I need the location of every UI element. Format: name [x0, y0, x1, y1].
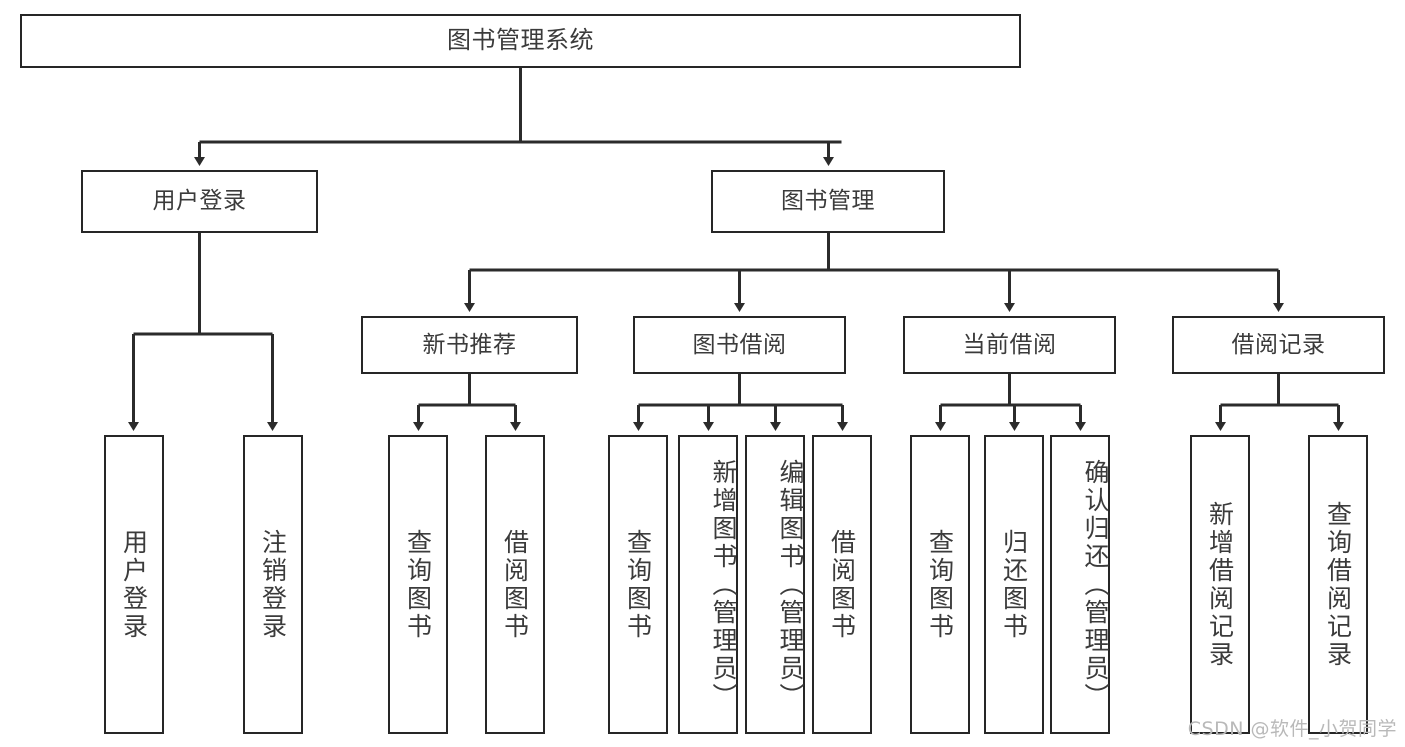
node-leaf-confirm-return-admin[interactable]: 确认归还（管理员） [1050, 435, 1110, 734]
node-label: 归还图书 [999, 528, 1029, 641]
node-label: 图书管理系统 [447, 26, 594, 55]
node-label: 用户登录 [119, 528, 149, 641]
node-leaf-query-book-borrow[interactable]: 查询图书 [608, 435, 668, 734]
node-label: 借阅图书 [500, 528, 530, 641]
node-leaf-borrow-book[interactable]: 借阅图书 [812, 435, 872, 734]
node-leaf-query-book-current[interactable]: 查询图书 [910, 435, 970, 734]
node-user-login[interactable]: 用户登录 [81, 170, 318, 233]
node-label: 注销登录 [258, 528, 288, 641]
node-leaf-add-book-admin[interactable]: 新增图书（管理员） [678, 435, 738, 734]
node-label: 查询借阅记录 [1323, 500, 1353, 669]
node-leaf-user-login[interactable]: 用户登录 [104, 435, 164, 734]
node-leaf-add-borrow-record[interactable]: 新增借阅记录 [1190, 435, 1250, 734]
node-book-borrow[interactable]: 图书借阅 [633, 316, 846, 374]
watermark-text: CSDN @软件_小贺同学 [1187, 718, 1397, 740]
node-new-book-recommendation[interactable]: 新书推荐 [361, 316, 578, 374]
node-borrow-record[interactable]: 借阅记录 [1172, 316, 1385, 374]
node-root-book-management-system[interactable]: 图书管理系统 [20, 14, 1021, 68]
node-leaf-edit-book-admin[interactable]: 编辑图书（管理员） [745, 435, 805, 734]
node-label: 图书借阅 [692, 331, 787, 358]
node-leaf-borrow-book-new-books[interactable]: 借阅图书 [485, 435, 545, 734]
node-label: 借阅图书 [827, 528, 857, 641]
node-label: 确认归还（管理员） [1081, 458, 1110, 711]
node-label: 新书推荐 [422, 331, 517, 358]
node-label: 新增借阅记录 [1205, 500, 1235, 669]
node-label: 当前借阅 [962, 331, 1057, 358]
node-label: 编辑图书（管理员） [776, 458, 805, 711]
node-label: 借阅记录 [1231, 331, 1326, 358]
node-label: 新增图书（管理员） [709, 458, 738, 711]
node-label: 查询图书 [403, 528, 433, 641]
node-current-borrow[interactable]: 当前借阅 [903, 316, 1116, 374]
node-label: 用户登录 [152, 188, 247, 215]
node-leaf-logout[interactable]: 注销登录 [243, 435, 303, 734]
node-leaf-query-book-new-books[interactable]: 查询图书 [388, 435, 448, 734]
node-label: 查询图书 [623, 528, 653, 641]
node-label: 图书管理 [781, 188, 875, 215]
node-book-management[interactable]: 图书管理 [711, 170, 945, 233]
node-leaf-query-borrow-record[interactable]: 查询借阅记录 [1308, 435, 1368, 734]
node-label: 查询图书 [925, 528, 955, 641]
node-leaf-return-book[interactable]: 归还图书 [984, 435, 1044, 734]
